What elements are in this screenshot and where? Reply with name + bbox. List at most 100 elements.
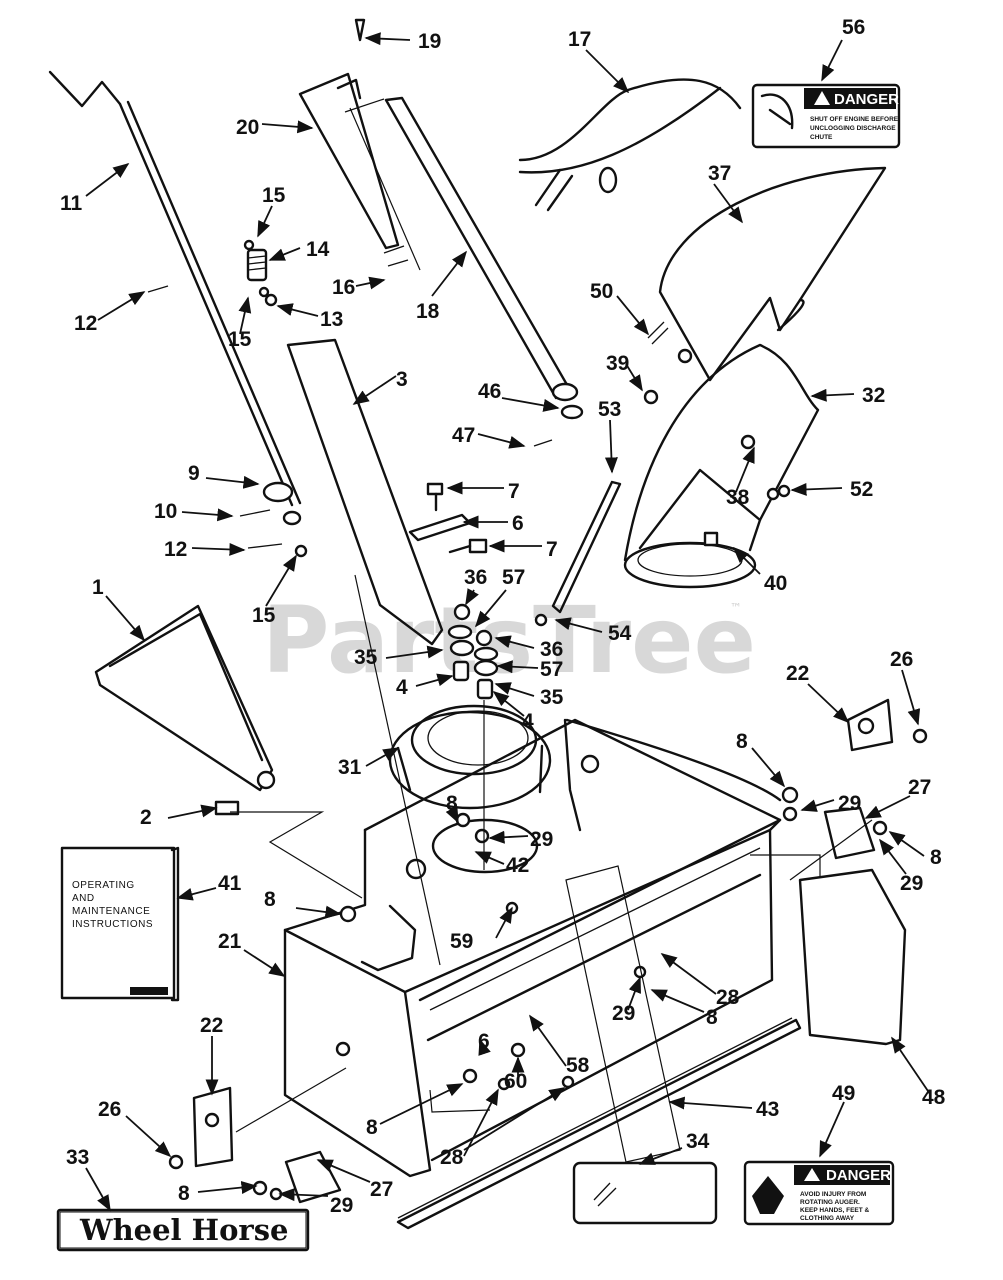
callout-38: 38 [726,486,750,509]
callout-42: 42 [506,854,529,877]
callout-36-right: 36 [540,638,563,661]
callout-13: 13 [320,308,343,331]
callout-29-floor: 29 [612,1002,635,1025]
chute-arm-3 [286,338,444,646]
danger-decal-chute: DANGER SHUT OFF ENGINE BEFORE UNCLOGGING… [751,83,901,149]
decal-top-line-3: CHUTE [810,134,833,141]
callout-9: 9 [188,462,200,485]
bolt-54 [534,613,548,627]
callout-7-mid: 7 [546,538,558,561]
frame-1 [94,604,276,816]
decal-bottom-line-2: ROTATING AUGER. [800,1199,860,1206]
callout-47: 47 [452,424,475,447]
manual-logo-mark [130,987,168,995]
bracket-27-right [823,806,876,860]
decal-bottom-header: DANGER [826,1167,891,1184]
chute-bracket-and-tube [298,72,584,420]
callout-6-top: 6 [512,512,524,535]
callout-labels: 19 56 1 7 20 11 15 14 16 12 13 15 18 50 3… [60,16,946,1217]
callout-27-bottom: 27 [370,1178,393,1201]
auger-hazard-icon [752,1176,784,1214]
manual-line-4: INSTRUCTIONS [72,919,153,930]
discharge-chute [623,343,820,589]
callout-36-top: 36 [464,566,487,589]
callout-8-left: 8 [264,888,276,911]
callout-20: 20 [236,116,259,139]
scraper-bar-43 [396,1018,802,1230]
window-glare [593,1182,617,1207]
decal-top-line-2: UNCLOGGING DISCHARGE [810,125,896,132]
decal-bottom-line-4: CLOTHING AWAY [800,1215,855,1222]
callout-8-right-mid: 8 [930,846,942,869]
callout-34: 34 [686,1130,710,1153]
callout-8-floor: 8 [706,1006,718,1029]
callout-27-right: 27 [908,776,931,799]
callout-2: 2 [140,806,152,829]
callout-8-center: 8 [446,792,458,815]
callout-22-right: 22 [786,662,809,685]
manual-line-3: MAINTENANCE [72,906,150,917]
crank-rod [48,70,308,558]
callout-16: 16 [332,276,355,299]
callout-49: 49 [832,1082,855,1105]
callout-28-right: 28 [716,986,740,1009]
callout-7-top: 7 [508,480,520,503]
callout-8-lower: 8 [366,1116,378,1139]
callout-11: 11 [60,192,83,215]
callout-33: 33 [66,1146,89,1169]
small-hardware [168,728,928,1201]
callout-29-right-low: 29 [900,872,923,895]
callout-21: 21 [218,930,242,953]
callout-52: 52 [850,478,873,501]
callout-22-left: 22 [200,1014,223,1037]
callout-31: 31 [338,756,362,779]
scraper-edge [397,1017,793,1219]
watermark-tm: ™ [730,601,742,615]
callout-19: 19 [418,30,441,53]
main-housing [283,718,782,1178]
callout-29-right-top: 29 [838,792,861,815]
mount-hardware [447,603,499,700]
danger-decal-auger: DANGER AVOID INJURY FROM ROTATING AUGER.… [743,1160,895,1226]
callout-26-right: 26 [890,648,913,671]
callout-41: 41 [218,872,242,895]
callout-6-low: 6 [478,1030,490,1053]
warning-triangle-icon [814,91,830,105]
callout-58: 58 [566,1054,590,1077]
callout-15-mid: 15 [228,328,252,351]
callout-12-top: 12 [74,312,97,335]
leader-lines [85,32,931,1212]
callout-4-right: 4 [522,710,534,733]
operators-manual: OPERATING AND MAINTENANCE INSTRUCTIONS [60,846,180,1002]
callout-12-mid: 12 [164,538,187,561]
callout-1: 1 [92,576,104,599]
callout-8-bottom: 8 [178,1182,190,1205]
pin-47 [533,439,553,447]
callout-29-bottom: 29 [330,1194,353,1217]
link-and-bolts [408,482,488,554]
callout-18: 18 [416,300,440,323]
warning-triangle-icon [804,1168,820,1181]
callout-56: 56 [842,16,865,39]
callout-26-left: 26 [98,1098,121,1121]
callout-54: 54 [608,622,632,645]
decal-top-header: DANGER [834,91,899,108]
callout-14: 14 [306,238,330,261]
hand-hazard-icon [760,93,794,130]
callout-50: 50 [590,280,613,303]
callout-48: 48 [922,1086,946,1109]
assembly-lines [230,574,873,1163]
callout-46: 46 [478,380,501,403]
control-cable [518,78,742,212]
callout-4-left: 4 [396,676,408,699]
brand-plate-text: Wheel Horse [79,1213,288,1247]
nut-39 [643,389,659,405]
bracket-27-left [284,1150,342,1204]
callout-60: 60 [504,1070,527,1093]
window-34 [572,1161,718,1225]
callout-3: 3 [396,368,408,391]
callout-15-low: 15 [252,604,276,627]
callout-57-top: 57 [502,566,525,589]
callout-32: 32 [862,384,885,407]
